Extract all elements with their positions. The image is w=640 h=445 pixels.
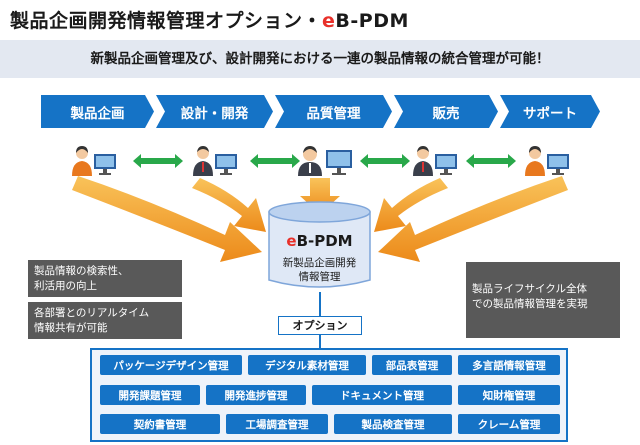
person-monitor-icon [72,146,118,176]
orange-arrow-right-outer [378,176,568,262]
center-title: eB-PDM [286,232,353,250]
option-label: オプション [278,316,362,335]
person-monitor-icon [298,146,352,176]
note-lifecycle: 製品ライフサイクル全体での製品情報管理を実現 [466,262,620,338]
orange-arrow-left-inner [192,178,266,232]
option-dev-issues: 開発課題管理 [100,385,200,405]
person-monitor-icon [525,146,571,176]
option-dev-progress: 開発進捗管理 [206,385,306,405]
option-package-design: パッケージデザイン管理 [100,355,242,375]
orange-arrow-left-outer [72,176,262,262]
note-search: 製品情報の検索性、利活用の向上 [28,260,182,297]
flow-step-support: サポート [500,95,600,128]
connector-line [319,292,321,316]
options-panel: パッケージデザイン管理 デジタル素材管理 部品表管理 多言語情報管理 開発課題管… [90,348,568,442]
option-digital-assets: デジタル素材管理 [248,355,366,375]
double-arrow-icon [466,154,516,168]
orange-arrow-right-inner [374,178,448,232]
flow-step-quality: 品質管理 [275,95,392,128]
center-subtitle-line1: 新製品企画開発 [282,257,357,269]
headline-banner: 新製品企画管理及び、設計開発における一連の製品情報の統合管理が可能！ [0,40,640,78]
flow-step-planning: 製品企画 [41,95,154,128]
note-realtime-share: 各部署とのリアルタイム情報共有が可能 [28,302,182,339]
double-arrow-icon [250,154,300,168]
page-title: 製品企画開発情報管理オプション・eB-PDM [10,10,409,32]
banner-text: 新製品企画管理及び、設計開発における一連の製品情報の統合管理が可能！ [90,51,550,67]
option-multilingual: 多言語情報管理 [458,355,560,375]
double-arrow-icon [360,154,410,168]
option-ip-rights: 知財権管理 [458,385,560,405]
database-cylinder: eB-PDM 新製品企画開発 情報管理 [267,200,372,288]
connector-line [319,335,321,348]
option-documents: ドキュメント管理 [312,385,452,405]
option-bom: 部品表管理 [372,355,452,375]
center-subtitle-line2: 情報管理 [298,271,341,283]
person-monitor-icon [193,146,239,176]
option-contracts: 契約書管理 [100,414,220,434]
option-factory-audit: 工場調査管理 [226,414,328,434]
person-monitor-icon [413,146,459,176]
flow-step-sales: 販売 [394,95,498,128]
flow-step-design: 設計・開発 [156,95,273,128]
option-product-inspection: 製品検査管理 [334,414,452,434]
option-claims: クレーム管理 [458,414,560,434]
double-arrow-icon [133,154,183,168]
